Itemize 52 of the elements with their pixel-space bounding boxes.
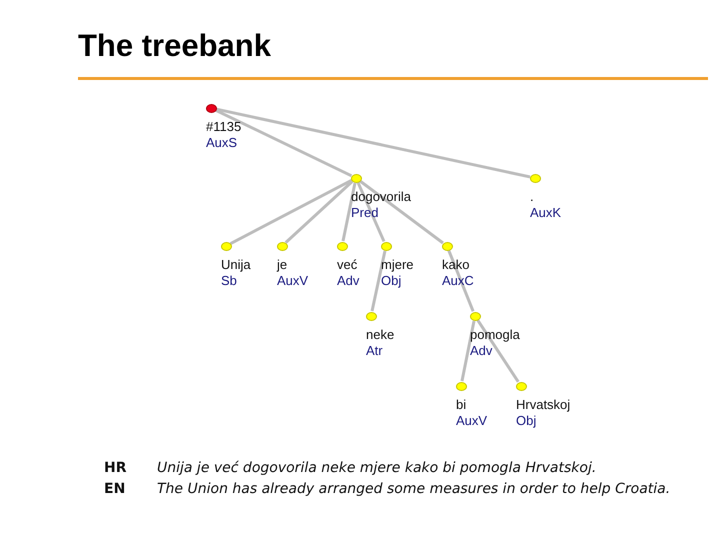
syntactic-function: AuxK [530, 205, 562, 220]
syntactic-function: AuxV [456, 413, 488, 428]
syntactic-function: Obj [516, 413, 536, 428]
node-dot [350, 174, 362, 182]
word-form: #1135 [206, 119, 242, 134]
word-form: kako [442, 257, 470, 272]
word-form: je [277, 257, 288, 272]
syntactic-function: Obj [381, 273, 402, 288]
tree-branch-line [356, 182, 386, 242]
word-form: dogovorila [351, 189, 411, 204]
word-form: mjere [381, 257, 414, 272]
root-node-dot [206, 104, 216, 112]
syntactic-function: AuxV [277, 273, 308, 288]
tree-branch-line [230, 178, 352, 246]
node-dot [336, 242, 348, 250]
tree-branch-line [460, 320, 476, 382]
tree-branch-line [476, 319, 520, 383]
example-sentence: The Union has already arranged some measures in order to help Croatia. [157, 480, 670, 498]
tree-branch-line [359, 180, 444, 244]
word-form: već [337, 257, 358, 272]
node-dot [276, 242, 288, 250]
tree-branch-line [214, 108, 352, 178]
word-form: Unija [221, 257, 251, 272]
syntactic-function: AuxS [206, 135, 238, 150]
node-dot [470, 312, 480, 320]
tree-branch-line [447, 250, 475, 312]
slide-title: The treebank [78, 28, 271, 64]
word-form: pomogla [470, 327, 520, 342]
tree-branch-line [370, 250, 386, 312]
node-dot [456, 382, 466, 390]
node-dot [380, 242, 392, 250]
syntactic-function: AuxC [442, 273, 474, 288]
tree-branch-line [342, 182, 356, 242]
node-dot [442, 242, 452, 250]
node-dot [366, 312, 376, 320]
syntactic-function: Adv [470, 343, 492, 358]
node-dot [516, 382, 526, 390]
language-code: HR [104, 459, 126, 477]
tree-branch-line [284, 180, 354, 244]
tree-branch-line [216, 108, 530, 178]
node-dot [220, 242, 232, 250]
syntactic-function: Adv [337, 273, 360, 288]
word-form: bi [456, 397, 466, 412]
word-form: neke [366, 327, 394, 342]
language-code: EN [104, 480, 126, 498]
word-form: Hrvatskoj [516, 397, 570, 412]
syntactic-function: Pred [351, 205, 378, 220]
syntactic-function: Atr [366, 343, 383, 358]
node-dot [530, 174, 540, 182]
syntactic-function: Sb [221, 273, 237, 288]
word-form: . [530, 189, 534, 204]
example-sentence: Unija je već dogovorila neke mjere kako bi pomogla Hrvatskoj. [157, 459, 596, 477]
